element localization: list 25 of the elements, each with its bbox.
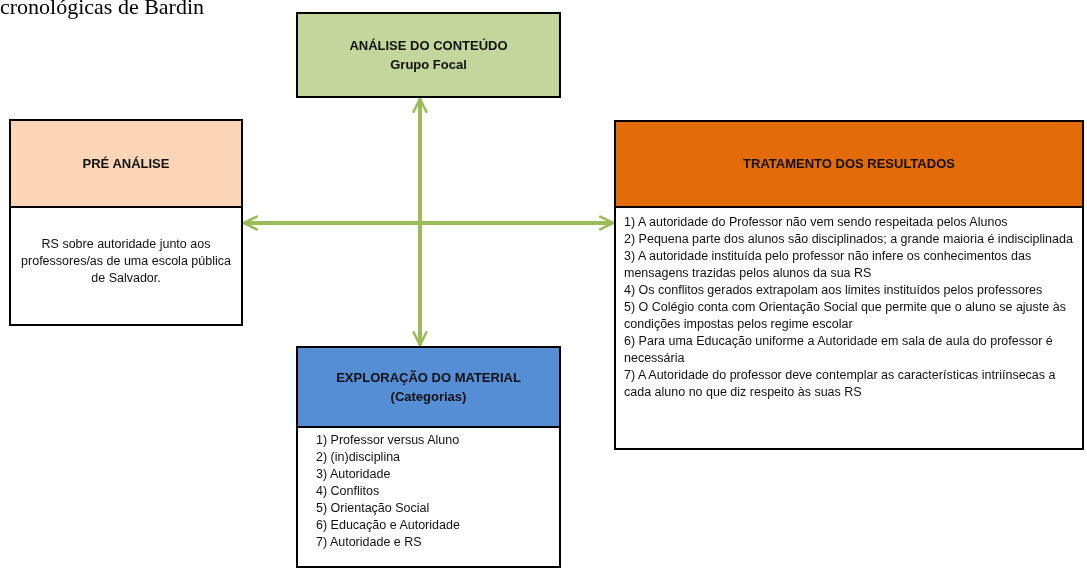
stage-card <box>296 346 561 568</box>
list-item: 7) Autoridade e RS <box>316 534 423 551</box>
list-item: 1) A autoridade do Professor não vem sendo respeitada pelos Alunos <box>624 214 1009 231</box>
stage-card <box>9 119 243 326</box>
stage-title: EXPLORAÇÃO DO MATERIAL (Categorias) <box>335 368 522 406</box>
list-item: 2) Pequena parte dos alunos são disciplinados; a grande maioria é indisciplinada <box>624 231 1074 248</box>
description-text: RS sobre autoridade junto aos professores/as de uma escola pública de Salvador. <box>21 236 231 287</box>
list-item: 3) A autoridade instituída pelo professor não infere os conhecimentos das mensagens trazidas pelos alunos da sua RS <box>624 248 1033 282</box>
list-item: 7) A Autoridade do professor deve contemplar as características intriínsecas a cada aluno no que diz respeito às suas RS <box>624 367 1057 401</box>
list-item: 5) Orientação Social <box>316 500 431 517</box>
list-item: 6) Educação e Autoridade <box>316 517 461 534</box>
stage-title: TRATAMENTO DOS RESULTADOS <box>743 155 955 174</box>
list-item: 4) Conflitos <box>316 483 381 500</box>
list-item: 5) O Colégio conta com Orientação Social que permite que o aluno se ajuste às condições impostas pelos regime escolar <box>624 299 1067 333</box>
list-item: 1) Professor versus Aluno <box>316 432 461 449</box>
list-item: 4) Os conflitos gerados extrapolam aos limites instituídos pelos professores <box>624 282 1044 299</box>
stage-card <box>614 120 1084 450</box>
stage-title: ANÁLISE DO CONTEÚDO <box>349 36 508 55</box>
list-item: 3) Autoridade <box>316 466 392 483</box>
list-item: 6) Para uma Educação uniforme a Autoridade em sala de aula do professor é necessária <box>624 333 1054 367</box>
stage-subtitle: Grupo Focal <box>390 56 467 74</box>
double-arrow <box>242 215 615 231</box>
stage-title: PRÉ ANÁLISE <box>82 154 170 173</box>
double-arrow <box>412 97 428 347</box>
list-item: 2) (in)disciplina <box>316 449 402 466</box>
